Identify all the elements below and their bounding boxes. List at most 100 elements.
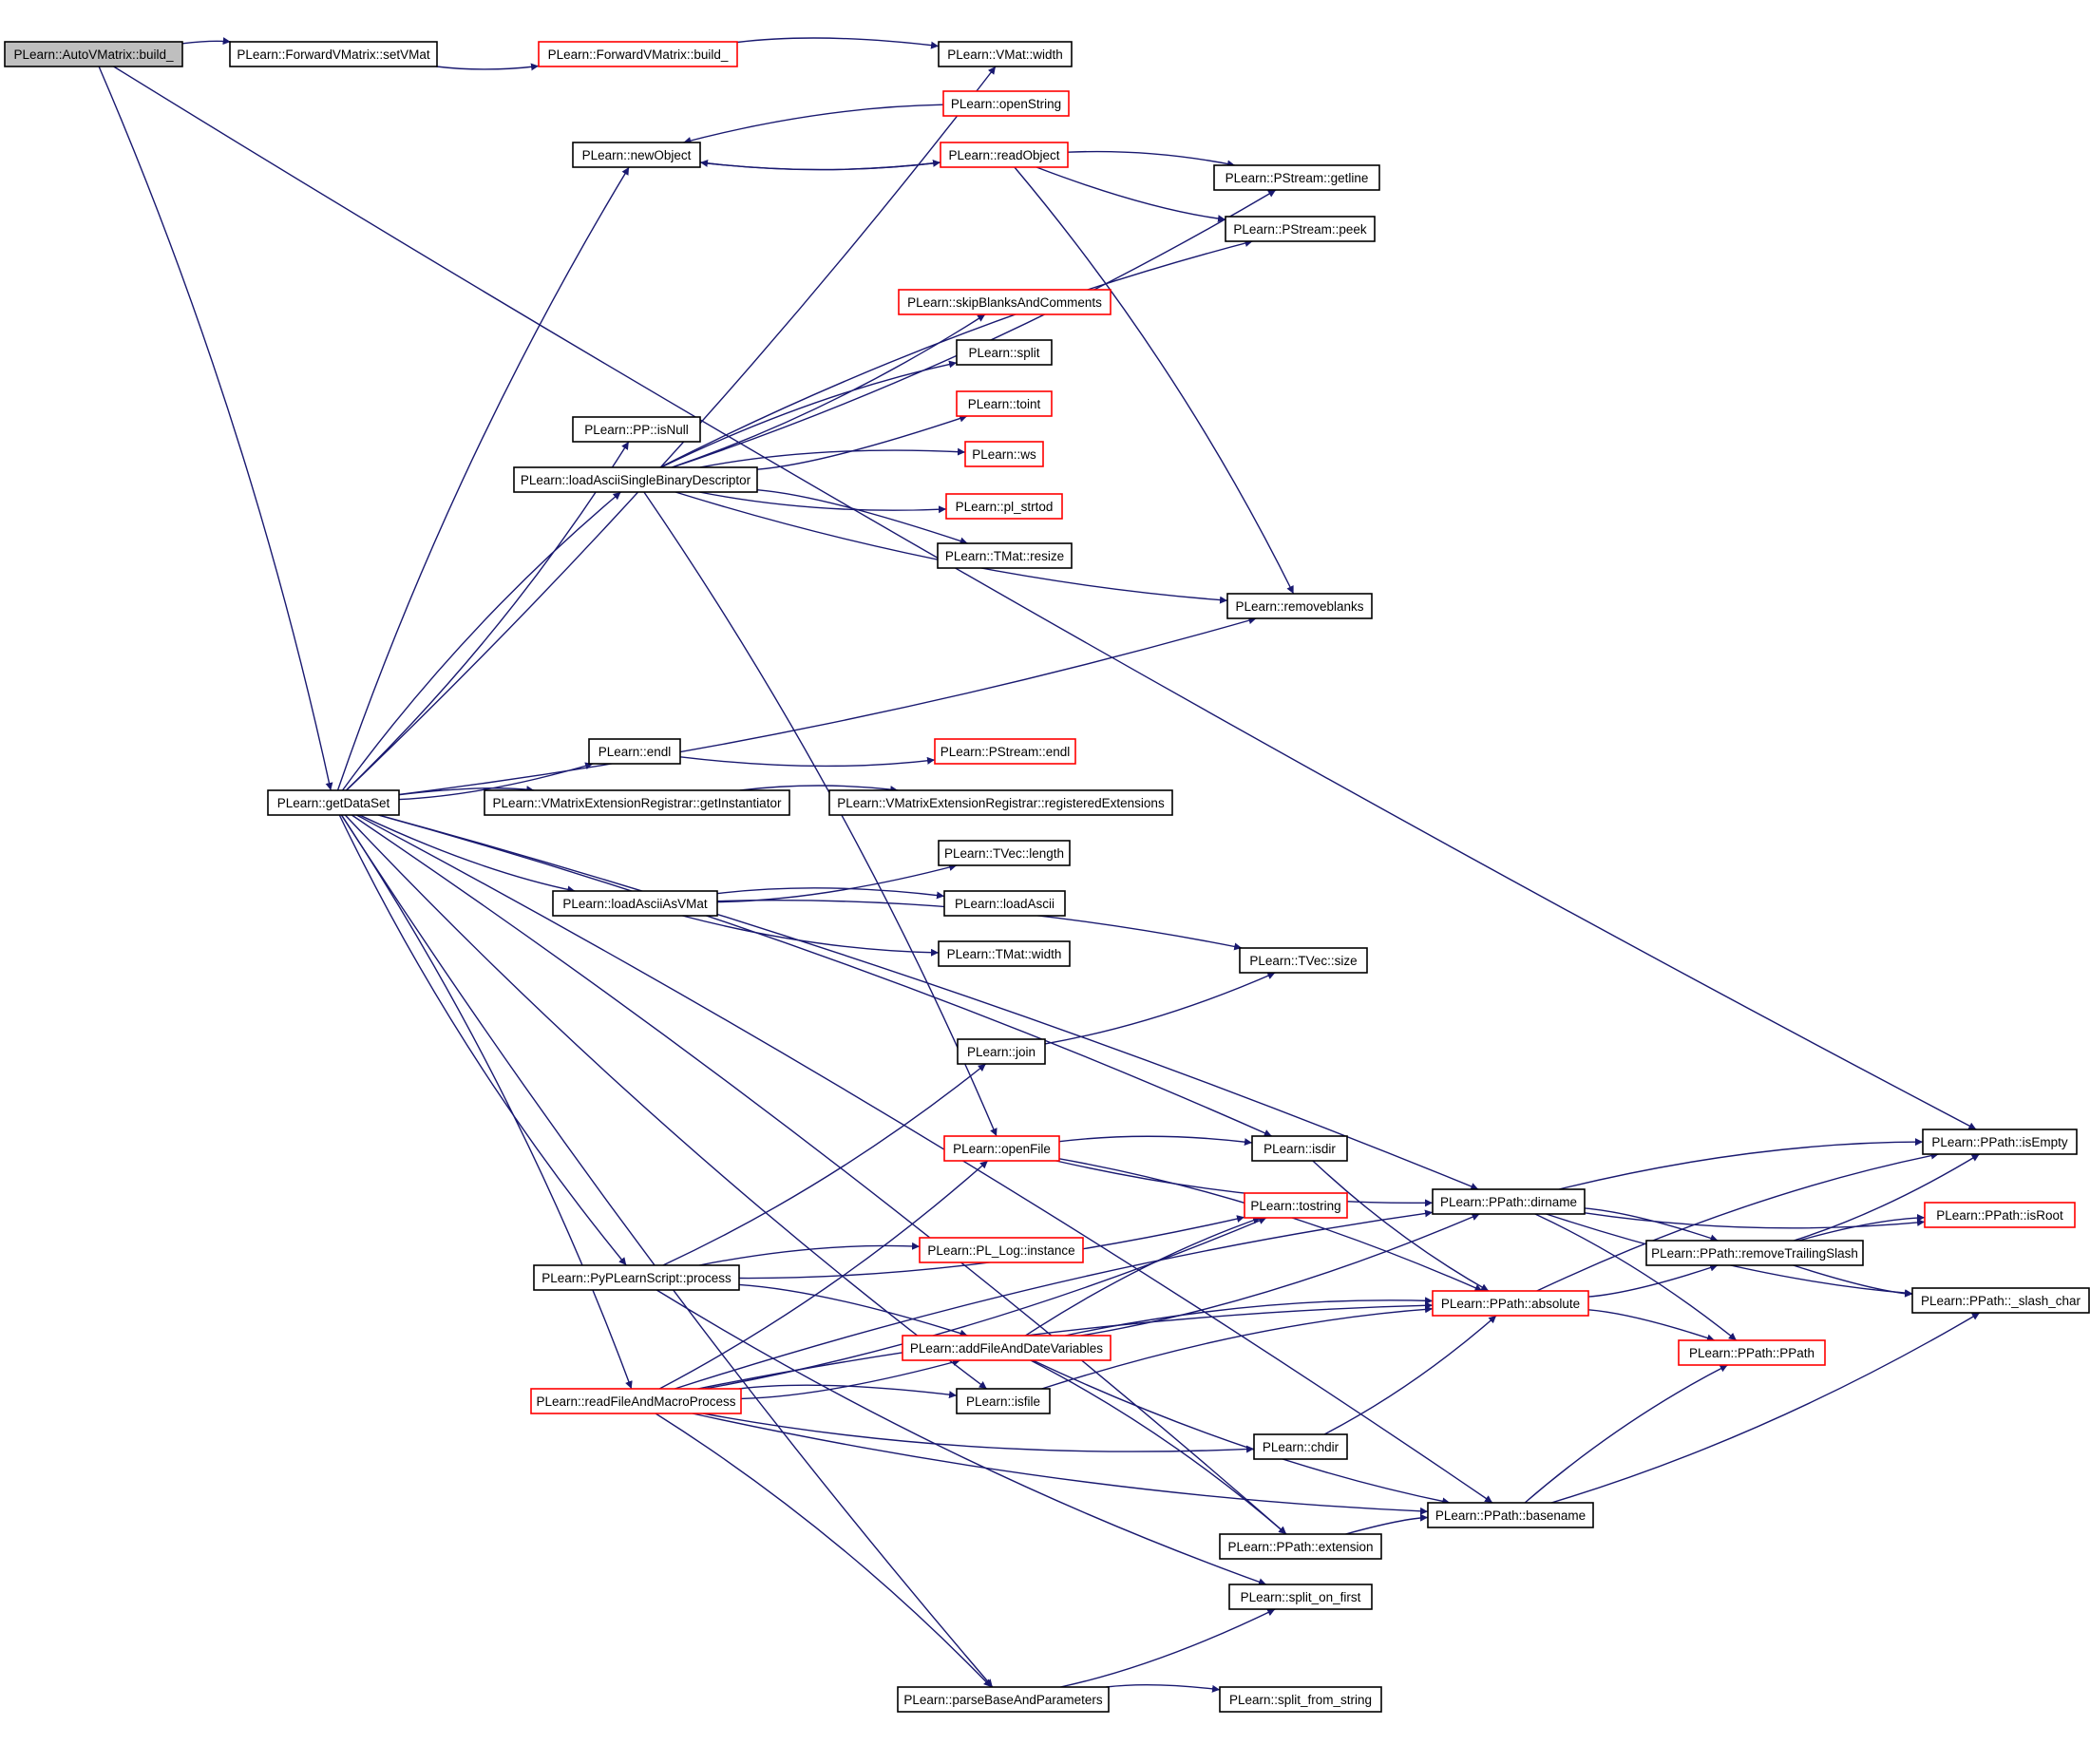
node-absolute[interactable]: PLearn::PPath::absolute: [1432, 1290, 1589, 1317]
node-box: [572, 142, 701, 168]
node-ws[interactable]: PLearn::ws: [964, 441, 1044, 467]
node-ppath[interactable]: PLearn::PPath::PPath: [1678, 1339, 1826, 1366]
edge-dirname-to-slashchar: [1546, 1213, 1913, 1298]
node-openstring[interactable]: PLearn::openString: [942, 90, 1070, 117]
node-label: PLearn::split_on_first: [1241, 1590, 1361, 1604]
node-label: PLearn::TMat::width: [947, 947, 1062, 961]
node-isempty[interactable]: PLearn::PPath::isEmpty: [1922, 1129, 2078, 1155]
node-split[interactable]: PLearn::split: [956, 339, 1053, 366]
node-getline[interactable]: PLearn::PStream::getline: [1213, 164, 1380, 191]
node-tvec_size[interactable]: PLearn::TVec::size: [1239, 947, 1368, 974]
edge-autovm_build-to-getdataset: [98, 66, 333, 791]
node-box: [1678, 1339, 1826, 1366]
edge-readfilemacro-to-tostring: [704, 1217, 1267, 1390]
node-skipblanks[interactable]: PLearn::skipBlanksAndComments: [898, 289, 1112, 315]
edge-addfiledate-to-tostring: [1025, 1216, 1262, 1337]
edge-dirname-to-isroot: [1584, 1212, 1926, 1229]
edge-absolute-to-ppath: [1587, 1309, 1716, 1342]
node-tvec_length[interactable]: PLearn::TVec::length: [938, 840, 1071, 866]
node-label: PLearn::TVec::size: [1249, 954, 1357, 968]
node-autovm_build[interactable]: PLearn::AutoVMatrix::build_: [4, 41, 183, 67]
node-splitonfirst[interactable]: PLearn::split_on_first: [1228, 1584, 1373, 1610]
node-isroot[interactable]: PLearn::PPath::isRoot: [1924, 1202, 2076, 1228]
edge-getdataset-to-pyprocess: [338, 814, 627, 1266]
edge-getdataset-to-dirname: [378, 814, 1479, 1190]
node-strtod[interactable]: PLearn::pl_strtod: [945, 493, 1063, 520]
node-box: [1219, 1533, 1382, 1560]
node-getdataset[interactable]: PLearn::getDataSet: [267, 789, 400, 816]
node-label: PLearn::openFile: [953, 1142, 1051, 1156]
nodes: PLearn::AutoVMatrix::build_ PLearn::Forwa…: [4, 41, 2090, 1713]
node-label: PLearn::PyPLearnScript::process: [542, 1271, 732, 1285]
node-label: PLearn::split: [968, 346, 1039, 360]
node-removetrailing[interactable]: PLearn::PPath::removeTrailingSlash: [1645, 1240, 1864, 1266]
node-peek[interactable]: PLearn::PStream::peek: [1225, 216, 1376, 242]
node-box: [1244, 1192, 1348, 1219]
node-extension[interactable]: PLearn::PPath::extension: [1219, 1533, 1382, 1560]
node-label: PLearn::PPath::extension: [1227, 1540, 1373, 1554]
node-tmat_width[interactable]: PLearn::TMat::width: [938, 940, 1071, 967]
node-isfile[interactable]: PLearn::isfile: [956, 1388, 1051, 1414]
node-box: [1213, 164, 1380, 191]
node-addfiledate[interactable]: PLearn::addFileAndDateVariables: [902, 1335, 1112, 1361]
node-box: [957, 1038, 1046, 1065]
edge-pyprocess-to-join: [662, 1063, 987, 1266]
node-toint[interactable]: PLearn::toint: [956, 390, 1053, 417]
node-loadasciibin[interactable]: PLearn::loadAsciiSingleBinaryDescriptor: [513, 466, 758, 493]
node-slashchar[interactable]: PLearn::PPath::_slash_char: [1911, 1287, 2090, 1314]
node-endl[interactable]: PLearn::endl: [588, 738, 681, 765]
node-box: [964, 441, 1044, 467]
node-regext[interactable]: PLearn::VMatrixExtensionRegistrar::regis…: [828, 789, 1173, 816]
node-dirname[interactable]: PLearn::PPath::dirname: [1432, 1188, 1586, 1215]
node-getinst[interactable]: PLearn::VMatrixExtensionRegistrar::getIn…: [484, 789, 790, 816]
node-label: PLearn::TMat::resize: [945, 549, 1064, 563]
node-basename[interactable]: PLearn::PPath::basename: [1427, 1502, 1594, 1528]
node-pyprocess[interactable]: PLearn::PyPLearnScript::process: [533, 1264, 740, 1291]
node-readobject[interactable]: PLearn::readObject: [940, 142, 1069, 168]
node-pstream_endl[interactable]: PLearn::PStream::endl: [934, 738, 1076, 765]
node-loadasciiasvmat[interactable]: PLearn::loadAsciiAsVMat: [552, 890, 718, 917]
node-removeblanks[interactable]: PLearn::removeblanks: [1226, 593, 1373, 619]
node-label: PLearn::PPath::isRoot: [1936, 1208, 2063, 1223]
node-ppisnull[interactable]: PLearn::PP::isNull: [572, 416, 701, 443]
node-readfilemacro[interactable]: PLearn::readFileAndMacroProcess: [530, 1388, 742, 1414]
edge-loadasciiasvmat-to-loadascii: [716, 887, 945, 900]
node-label: PLearn::PStream::peek: [1233, 222, 1367, 237]
edge-getdataset-to-ppisnull: [345, 441, 630, 791]
node-pllog[interactable]: PLearn::PL_Log::instance: [919, 1237, 1084, 1263]
node-isdir[interactable]: PLearn::isdir: [1251, 1135, 1348, 1162]
node-box: [943, 890, 1066, 917]
node-join[interactable]: PLearn::join: [957, 1038, 1046, 1065]
node-parsebase[interactable]: PLearn::parseBaseAndParameters: [897, 1686, 1110, 1713]
node-splitfromstring[interactable]: PLearn::split_from_string: [1219, 1686, 1382, 1713]
node-box: [940, 142, 1069, 168]
node-tostring[interactable]: PLearn::tostring: [1244, 1192, 1348, 1219]
node-label: PLearn::PPath::dirname: [1440, 1195, 1577, 1209]
edge-autovm_build-to-fwd_setvmat: [181, 37, 231, 46]
node-label: PLearn::openString: [951, 97, 1061, 111]
node-fwd_build[interactable]: PLearn::ForwardVMatrix::build_: [538, 41, 738, 67]
node-newobject[interactable]: PLearn::newObject: [572, 142, 701, 168]
edge-openstring-to-newobject: [683, 104, 944, 144]
edge-loadasciibin-to-tmat_resize: [756, 489, 968, 545]
edge-isdir-to-absolute: [1312, 1160, 1490, 1292]
node-loadascii[interactable]: PLearn::loadAscii: [943, 890, 1066, 917]
node-box: [956, 390, 1053, 417]
node-fwd_setvmat[interactable]: PLearn::ForwardVMatrix::setVMat: [229, 41, 438, 67]
node-tmat_resize[interactable]: PLearn::TMat::resize: [937, 542, 1073, 569]
node-box: [1253, 1433, 1348, 1460]
node-label: PLearn::PL_Log::instance: [927, 1243, 1074, 1258]
node-vmat_width[interactable]: PLearn::VMat::width: [938, 41, 1073, 67]
edge-getdataset-to-readfilemacro: [340, 814, 633, 1390]
edge-removetrailing-to-slashchar: [1793, 1264, 1913, 1298]
node-label: PLearn::pl_strtod: [956, 500, 1054, 514]
node-chdir[interactable]: PLearn::chdir: [1253, 1433, 1348, 1460]
node-label: PLearn::parseBaseAndParameters: [903, 1693, 1103, 1707]
node-label: PLearn::removeblanks: [1235, 599, 1363, 614]
node-label: PLearn::getDataSet: [277, 796, 390, 810]
node-openfile[interactable]: PLearn::openFile: [943, 1135, 1060, 1162]
edge-readfilemacro-to-isfile: [738, 1384, 958, 1399]
edge-loadasciiasvmat-to-tvec_length: [716, 863, 958, 903]
node-label: PLearn::PStream::getline: [1226, 171, 1369, 185]
node-box: [1924, 1202, 2076, 1228]
